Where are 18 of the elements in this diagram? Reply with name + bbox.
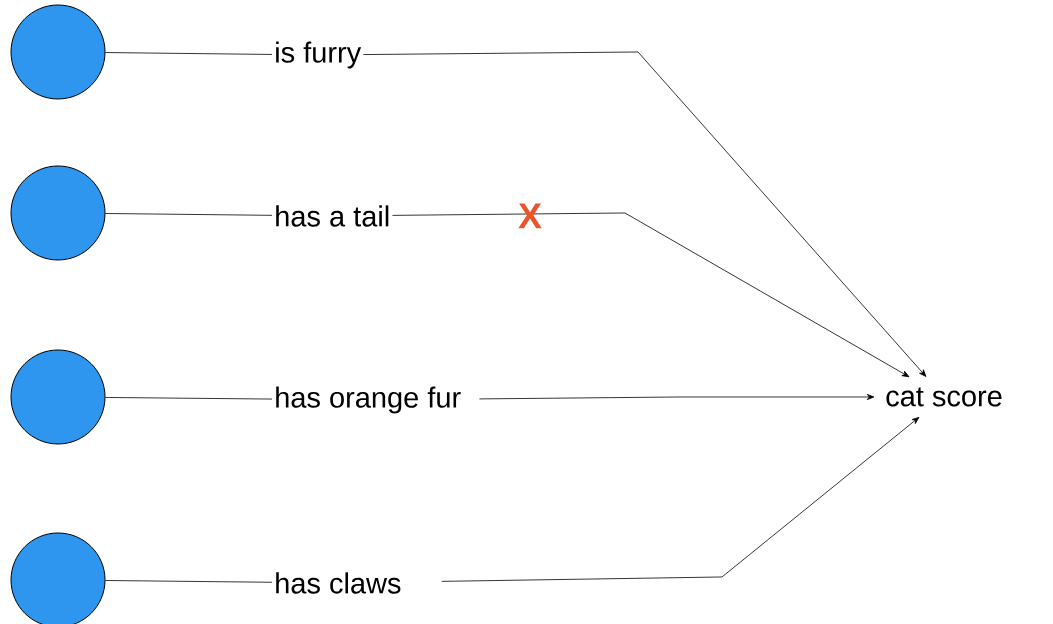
input-circle [10,349,106,445]
feature-label: is furry [276,41,362,69]
feature-label: has a tail [276,205,389,227]
cross-mark: X [518,203,542,229]
connector-line [105,580,273,583]
connector-line [105,213,273,216]
feature-label: has claws [276,572,401,594]
input-circle [10,165,106,261]
arrow [441,417,920,582]
input-circle [10,4,106,100]
result-label: cat score [886,387,1002,407]
input-circle [10,532,106,624]
connector-line [105,397,273,400]
connector-line [105,52,273,55]
arrow [392,212,910,378]
feature-label: has orange fur [276,386,461,414]
arrow [479,394,875,400]
arrow [363,51,927,377]
